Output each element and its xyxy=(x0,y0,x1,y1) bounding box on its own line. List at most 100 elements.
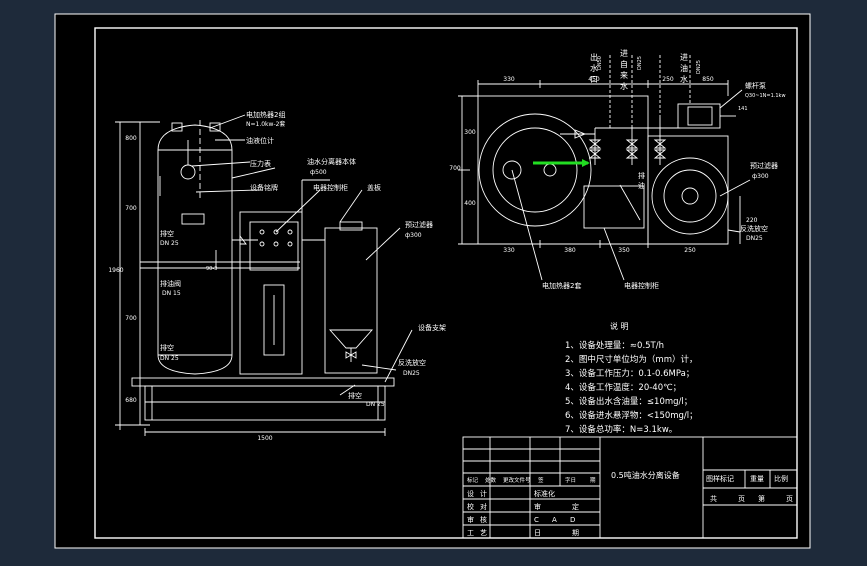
tb-standard: 标准化 xyxy=(534,489,555,498)
label-heater-group: 电加热器2组 xyxy=(246,110,285,119)
label-drain2-dn: DN 25 xyxy=(366,401,385,408)
label-right-prefilter: 预过滤器 xyxy=(750,161,778,170)
drawing-title: 0.5吨油水分离设备 xyxy=(611,470,680,480)
dim-bottom-380: 380 xyxy=(564,247,576,254)
top-label-in-dn: DN25 xyxy=(637,56,643,70)
top-label-in-2: 自 xyxy=(620,59,628,69)
tb-approve-2: 定 xyxy=(572,502,579,511)
right-view-text: 出 水 口 DN50 进 自 来 水 DN25 进 油 水 DN25 330 4… xyxy=(449,49,785,290)
label-prefilter: 预过滤器 xyxy=(405,220,433,229)
tb-header-scale: 比例 xyxy=(774,474,788,483)
dim-1500: 1500 xyxy=(257,435,272,442)
label-separator-body: 油水分离器本体 xyxy=(307,157,356,166)
notes-heading: 说 明 xyxy=(610,321,629,331)
label-valve-code: 90-3 xyxy=(206,266,217,272)
tb-rev-sign: 签 xyxy=(538,476,544,484)
label-vent: 排空 xyxy=(160,229,174,238)
dim-top-330: 330 xyxy=(503,76,515,83)
note-5: 5、设备出水含油量：≤10mg/l； xyxy=(565,396,692,407)
dim-bottom-350: 350 xyxy=(618,247,630,254)
tb-review-1: 审 xyxy=(467,515,474,524)
dim-800: 800 xyxy=(125,135,137,142)
tb-cad-a: A xyxy=(552,516,557,524)
note-7: 7、设备总功率：N=3.1kw。 xyxy=(565,424,677,435)
title-block xyxy=(462,436,798,539)
dim-bottom-250: 250 xyxy=(684,247,696,254)
label-oil-outlet-dn: DN 15 xyxy=(162,290,181,297)
dim-left-700: 700 xyxy=(449,165,461,172)
left-elevation-view xyxy=(115,114,413,436)
prefilter-housing xyxy=(324,227,378,374)
prefilter-top xyxy=(651,157,729,235)
top-label-out-1: 出 xyxy=(590,52,598,62)
nameplate-icon xyxy=(181,213,205,225)
dim-700-lower: 700 xyxy=(125,315,137,322)
label-backwash: 反洗放空 xyxy=(398,358,426,367)
top-label-in-dn-2: DN25 xyxy=(696,60,702,74)
label-control-cabinet: 电器控制柜 xyxy=(313,183,348,192)
tb-review-2: 核 xyxy=(480,515,487,524)
tb-date-1: 日 xyxy=(534,529,541,537)
control-cabinet-top xyxy=(583,185,645,229)
label-oil-outlet: 排油阀 xyxy=(160,279,181,288)
tb-check-2: 对 xyxy=(480,502,487,511)
label-pump-spec: Q30~1N=1.1kw xyxy=(745,93,786,99)
right-plan-view xyxy=(458,55,751,281)
label-backwash-dn: DN25 xyxy=(403,370,420,377)
dim-700-upper: 700 xyxy=(125,205,137,212)
label-cover-plate: 盖板 xyxy=(367,183,381,192)
tb-cad-d: D xyxy=(570,516,575,524)
dim-top-850: 850 xyxy=(702,76,714,83)
notes-section: 说 明 1、设备处理量：≈0.5T/h 2、图中尺寸单位均为（mm）计， 3、设… xyxy=(565,321,698,435)
note-4: 4、设备工作温度：20-40℃； xyxy=(565,382,681,393)
dim-left-400: 400 xyxy=(464,200,476,207)
tb-design-2: 计 xyxy=(480,489,487,498)
sheet-outer-frame xyxy=(54,13,811,549)
label-support: 设备支架 xyxy=(418,323,446,332)
note-6: 6、设备进水悬浮物：<150mg/l； xyxy=(565,410,698,421)
flow-arrow-icon xyxy=(582,159,590,167)
label-drain2: 排空 xyxy=(348,391,362,400)
top-label-in-5: 进 xyxy=(680,53,688,62)
separator-tank-top xyxy=(478,113,592,227)
top-label-in-3: 来 xyxy=(620,71,628,80)
label-right-backwash-dn: DN25 xyxy=(746,235,763,242)
top-label-in-4: 水 xyxy=(620,81,628,91)
title-block-text: 0.5吨油水分离设备 图样标记 重量 比例 共 页 第 页 标记 处数 更改文件… xyxy=(467,470,793,537)
label-equipment-sign: 设备铭牌 xyxy=(250,183,278,192)
tb-rev-date: 字日 xyxy=(565,476,576,484)
label-right-cabinet: 电器控制柜 xyxy=(624,281,659,290)
label-pump-code: 141 xyxy=(738,106,748,112)
top-label-out-2: 水 xyxy=(590,63,598,73)
tb-header-mark: 图样标记 xyxy=(706,474,734,483)
label-right-backwash: 反洗放空 xyxy=(740,224,768,233)
note-2: 2、图中尺寸单位均为（mm）计， xyxy=(565,354,697,365)
dim-top-450: 450 xyxy=(588,76,600,83)
label-oil-level: 油液位计 xyxy=(246,136,274,145)
dim-680: 680 xyxy=(125,397,137,404)
dim-top-250: 250 xyxy=(662,76,674,83)
tb-cad-c: C xyxy=(534,516,539,524)
dim-left-300: 300 xyxy=(464,129,476,136)
note-3: 3、设备工作压力：0.1-0.6MPa； xyxy=(565,368,694,379)
dim-bottom-330: 330 xyxy=(503,247,515,254)
tb-approve-1: 审 xyxy=(534,502,541,511)
top-label-in-7: 水 xyxy=(680,74,688,84)
tb-sheet-page-2: 页 xyxy=(786,495,793,503)
label-separator-dia: ф500 xyxy=(310,169,327,176)
tb-date-2: 期 xyxy=(572,529,579,537)
tb-sheet-page-1: 页 xyxy=(738,495,745,503)
label-drain: 排空 xyxy=(160,343,174,352)
sheet-inner-frame xyxy=(94,27,798,539)
note-1: 1、设备处理量：≈0.5T/h xyxy=(565,340,664,351)
label-right-heater: 电加热器2套 xyxy=(542,281,581,290)
top-label-in-6: 油 xyxy=(680,63,688,73)
dim-right-220: 220 xyxy=(746,217,758,224)
label-prefilter-dia: ф300 xyxy=(405,232,422,239)
tb-sheet-total: 共 xyxy=(710,494,717,503)
label-vent-dn: DN 25 xyxy=(160,240,179,247)
label-drain-dn: DN 25 xyxy=(160,355,179,362)
dim-1960: 1960 xyxy=(108,267,123,274)
